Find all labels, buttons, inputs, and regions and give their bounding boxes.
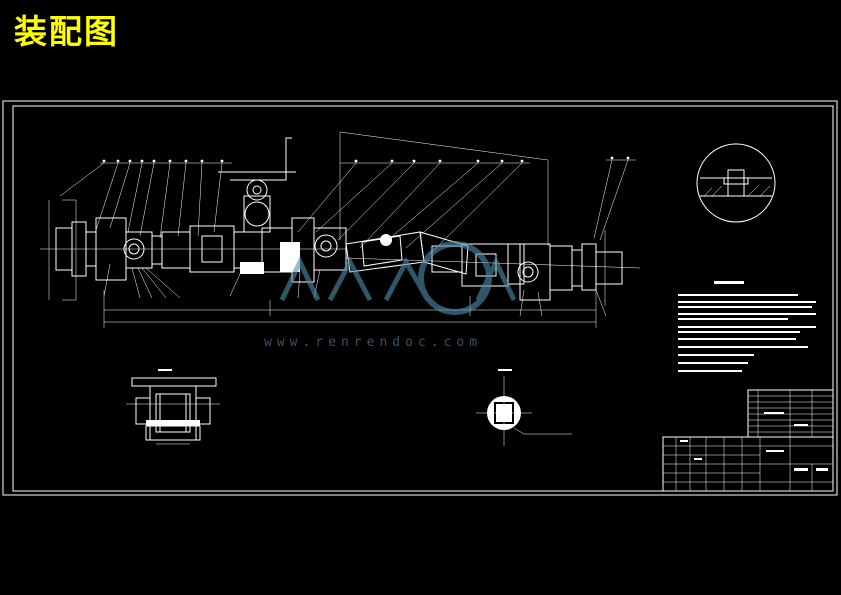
- watermark: www.renrendoc.com: [264, 241, 517, 350]
- inner-frame: [12, 105, 834, 492]
- technical-requirements: [678, 281, 816, 372]
- drawing-title: 装配图: [14, 12, 119, 51]
- section-view-b: [476, 369, 572, 446]
- dimension-lines: [103, 131, 597, 328]
- detail-view-circle: [696, 143, 776, 223]
- outer-frame: [2, 100, 838, 496]
- part-leaders: [59, 156, 636, 317]
- section-view-a: [126, 369, 220, 445]
- watermark-url: www.renrendoc.com: [264, 335, 482, 350]
- title-block: [662, 389, 834, 492]
